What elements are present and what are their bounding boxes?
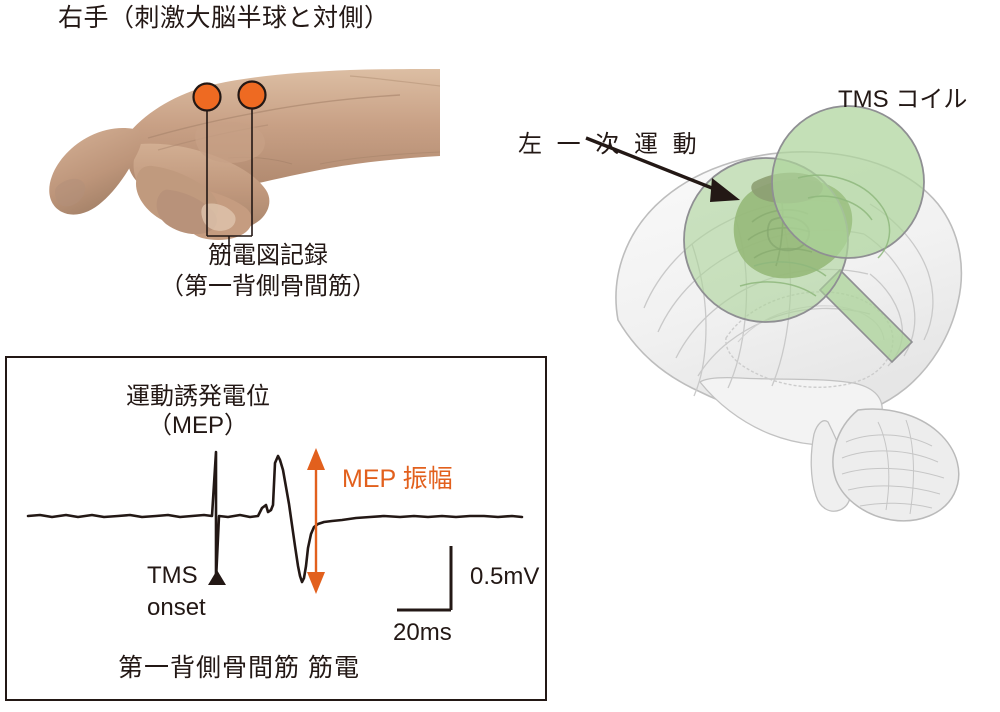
tms-coil-label: TMS コイル <box>838 86 968 113</box>
emg-recording-callout: 筋電図記録 （第一背側骨間筋） <box>160 240 376 302</box>
emg-waveform-layer <box>5 356 547 701</box>
electrode-dot-2 <box>237 80 267 110</box>
tms-coil-wing-right <box>771 105 925 259</box>
hand-illustration <box>20 38 440 253</box>
tms-onset-triangle-icon <box>208 570 226 585</box>
emg-callout-line2: （第一背側骨間筋） <box>160 273 376 301</box>
electrode-dots <box>192 80 267 112</box>
hand-title: 右手（刺激大脳半球と対側） <box>58 4 390 32</box>
left-primary-motor-cortex-label: 左 一 次 運 動 <box>518 131 701 158</box>
electrode-dot-1 <box>192 82 222 112</box>
emg-callout-line1: 筋電図記録 <box>208 242 328 269</box>
mep-amplitude-arrow <box>307 448 325 594</box>
mep-title-line2: （MEP） <box>147 412 248 440</box>
emg-trace-panel <box>5 356 547 701</box>
electrode-bracket-lines <box>20 38 440 268</box>
tms-onset-line2: onset <box>147 594 206 622</box>
scale-time-label: 20ms <box>393 619 452 646</box>
mep-amplitude-label: MEP 振幅 <box>342 465 453 493</box>
m1-pointer-arrow <box>585 136 740 202</box>
mep-title-line1: 運動誘発電位 <box>126 383 270 410</box>
tms-onset-line1: TMS <box>147 562 198 589</box>
mep-title: 運動誘発電位 （MEP） <box>126 382 270 441</box>
tms-onset-label: TMS onset <box>147 560 206 625</box>
fdi-emg-caption: 第一背側骨間筋 筋電 <box>118 654 360 682</box>
scale-voltage-label: 0.5mV <box>470 563 540 590</box>
brain-illustration <box>540 70 1000 550</box>
emg-trace <box>26 450 524 584</box>
